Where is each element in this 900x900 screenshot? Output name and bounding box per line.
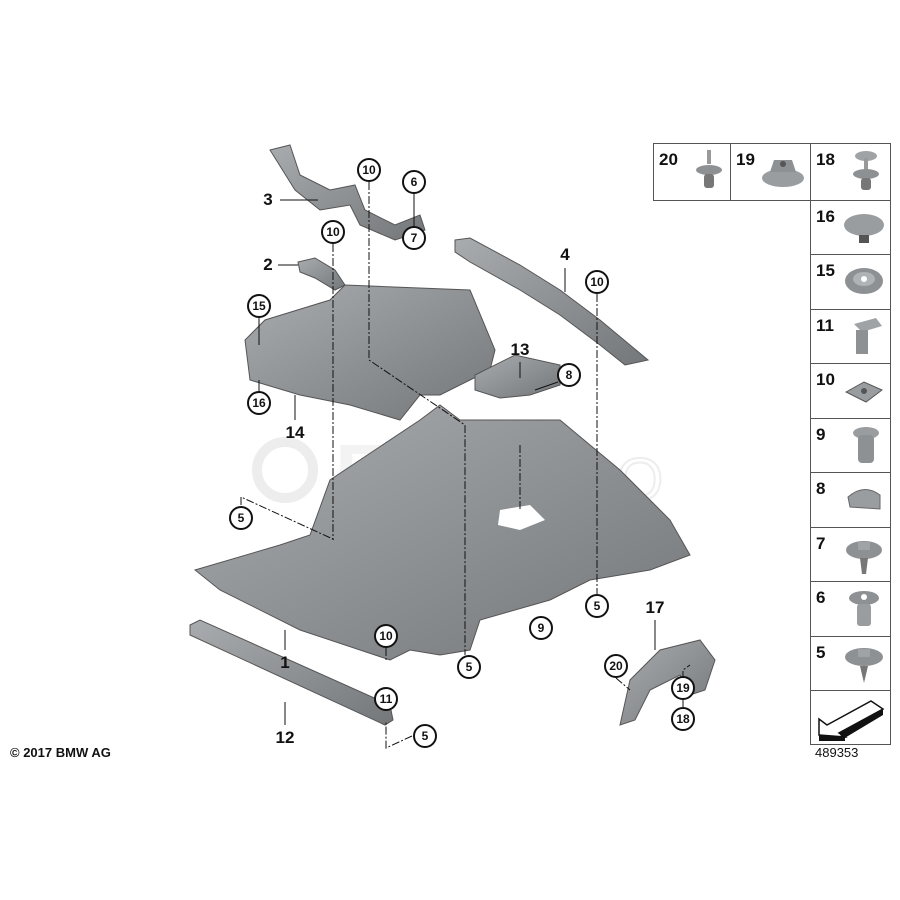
speed-nut-icon <box>844 381 883 403</box>
label-part-3: 3 <box>263 190 273 209</box>
callout: 5 <box>413 724 437 748</box>
callout: 9 <box>529 616 553 640</box>
callout: 10 <box>357 158 381 182</box>
label-part-2: 2 <box>263 255 273 274</box>
legend-number: 16 <box>816 207 835 226</box>
callout: 19 <box>671 676 695 700</box>
callout: 10 <box>374 624 398 648</box>
legend-cell-11: 11 <box>810 309 891 364</box>
part-17-guard <box>619 639 716 726</box>
legend-cell-8: 8 <box>810 472 891 528</box>
callout: 7 <box>402 226 426 250</box>
legend-cell-15: 15 <box>810 254 891 310</box>
legend-cell-16: 16 <box>810 200 891 255</box>
legend-cell-6: 6 <box>810 581 891 637</box>
legend-number: 8 <box>816 479 826 498</box>
legend-number: 18 <box>816 150 835 169</box>
label-part-17: 17 <box>645 598 665 617</box>
leader-lines <box>258 194 656 725</box>
part-3-bracket <box>269 144 426 241</box>
legend-number: 6 <box>816 588 826 607</box>
legend-number: 9 <box>816 425 826 444</box>
legend-number: 10 <box>816 370 835 389</box>
label-part-12: 12 <box>275 728 295 747</box>
legend-number: 15 <box>816 261 835 280</box>
part-4-strut <box>454 237 650 366</box>
part-14-underbody-shield <box>244 284 496 421</box>
callout: 11 <box>374 687 398 711</box>
callout: 10 <box>585 270 609 294</box>
expanding-nut-icon <box>849 591 879 626</box>
legend-cell-19: 19 <box>730 143 811 201</box>
legend-number: 11 <box>816 316 834 335</box>
callout: 8 <box>557 363 581 387</box>
callout: 16 <box>247 391 271 415</box>
part-1-underbody-panel <box>193 404 691 661</box>
diagram-number: 489353 <box>815 745 859 760</box>
flange-nut-icon <box>762 160 804 187</box>
dash-dot-lines <box>240 182 691 749</box>
rivet-nut-icon <box>853 427 879 463</box>
legend-number: 19 <box>736 150 755 169</box>
push-rivet-icon <box>853 151 879 190</box>
callout: 5 <box>229 506 253 530</box>
part-1-opening <box>498 505 545 530</box>
legend-cell-20: 20 <box>653 143 731 201</box>
legend-cell-arrow <box>810 690 891 745</box>
label-part-14: 14 <box>285 423 305 442</box>
label-part-4: 4 <box>560 245 570 264</box>
legend-number: 7 <box>816 534 826 553</box>
callout: 5 <box>585 594 609 618</box>
push-rivet-icon <box>696 150 722 188</box>
callout: 18 <box>671 707 695 731</box>
callout: 6 <box>402 170 426 194</box>
legend-number: 5 <box>816 643 826 662</box>
callout: 10 <box>321 220 345 244</box>
callout: 5 <box>457 655 481 679</box>
part-2-bracket <box>297 257 346 291</box>
part-13-cover <box>474 354 561 399</box>
collar-screw-icon <box>845 648 883 683</box>
legend-cell-10: 10 <box>810 363 891 419</box>
cover-clip-icon <box>847 489 881 510</box>
label-part-13: 13 <box>510 340 530 359</box>
legend-cell-9: 9 <box>810 418 891 473</box>
legend-number: 20 <box>659 150 678 169</box>
plug-cap-icon <box>844 214 884 243</box>
part-12-trim-strip <box>189 619 394 726</box>
label-part-1: 1 <box>280 653 290 672</box>
legend-cell-7: 7 <box>810 527 891 582</box>
callout: 20 <box>604 654 628 678</box>
callout: 15 <box>247 294 271 318</box>
legend-cell-18: 18 <box>810 143 891 201</box>
collar-screw-icon <box>846 541 882 574</box>
clip-bracket-icon <box>854 318 882 354</box>
legend-cell-5: 5 <box>810 636 891 691</box>
grommet-icon <box>845 268 883 294</box>
direction-arrow-icon <box>818 700 885 741</box>
copyright-text: © 2017 BMW AG <box>10 745 111 760</box>
